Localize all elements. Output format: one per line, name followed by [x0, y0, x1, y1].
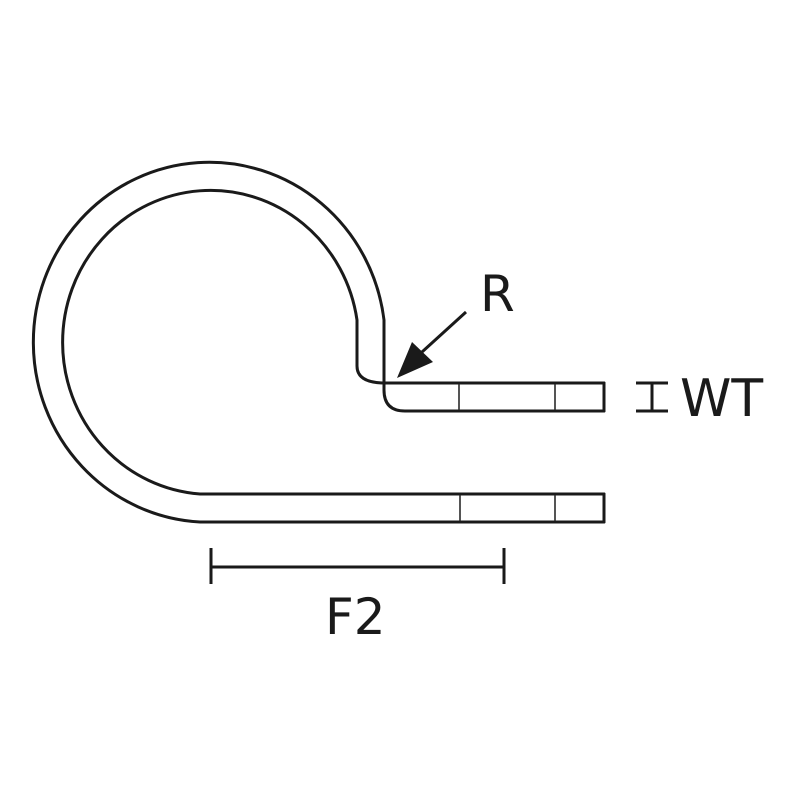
i-beam-dimension-icon: [636, 381, 668, 413]
radius-leader-line: [420, 310, 468, 354]
radius-arrow-head: [397, 342, 433, 378]
flange-length-label: F2: [325, 588, 386, 646]
clamp-outer-outline: [31, 160, 606, 524]
clamp-inner-outline: [61, 188, 606, 496]
radius-pointer-icon: [397, 310, 468, 378]
radius-label: R: [480, 265, 515, 323]
flange-dimension-line: [209, 548, 506, 584]
wall-thickness-label: WT: [680, 369, 763, 429]
